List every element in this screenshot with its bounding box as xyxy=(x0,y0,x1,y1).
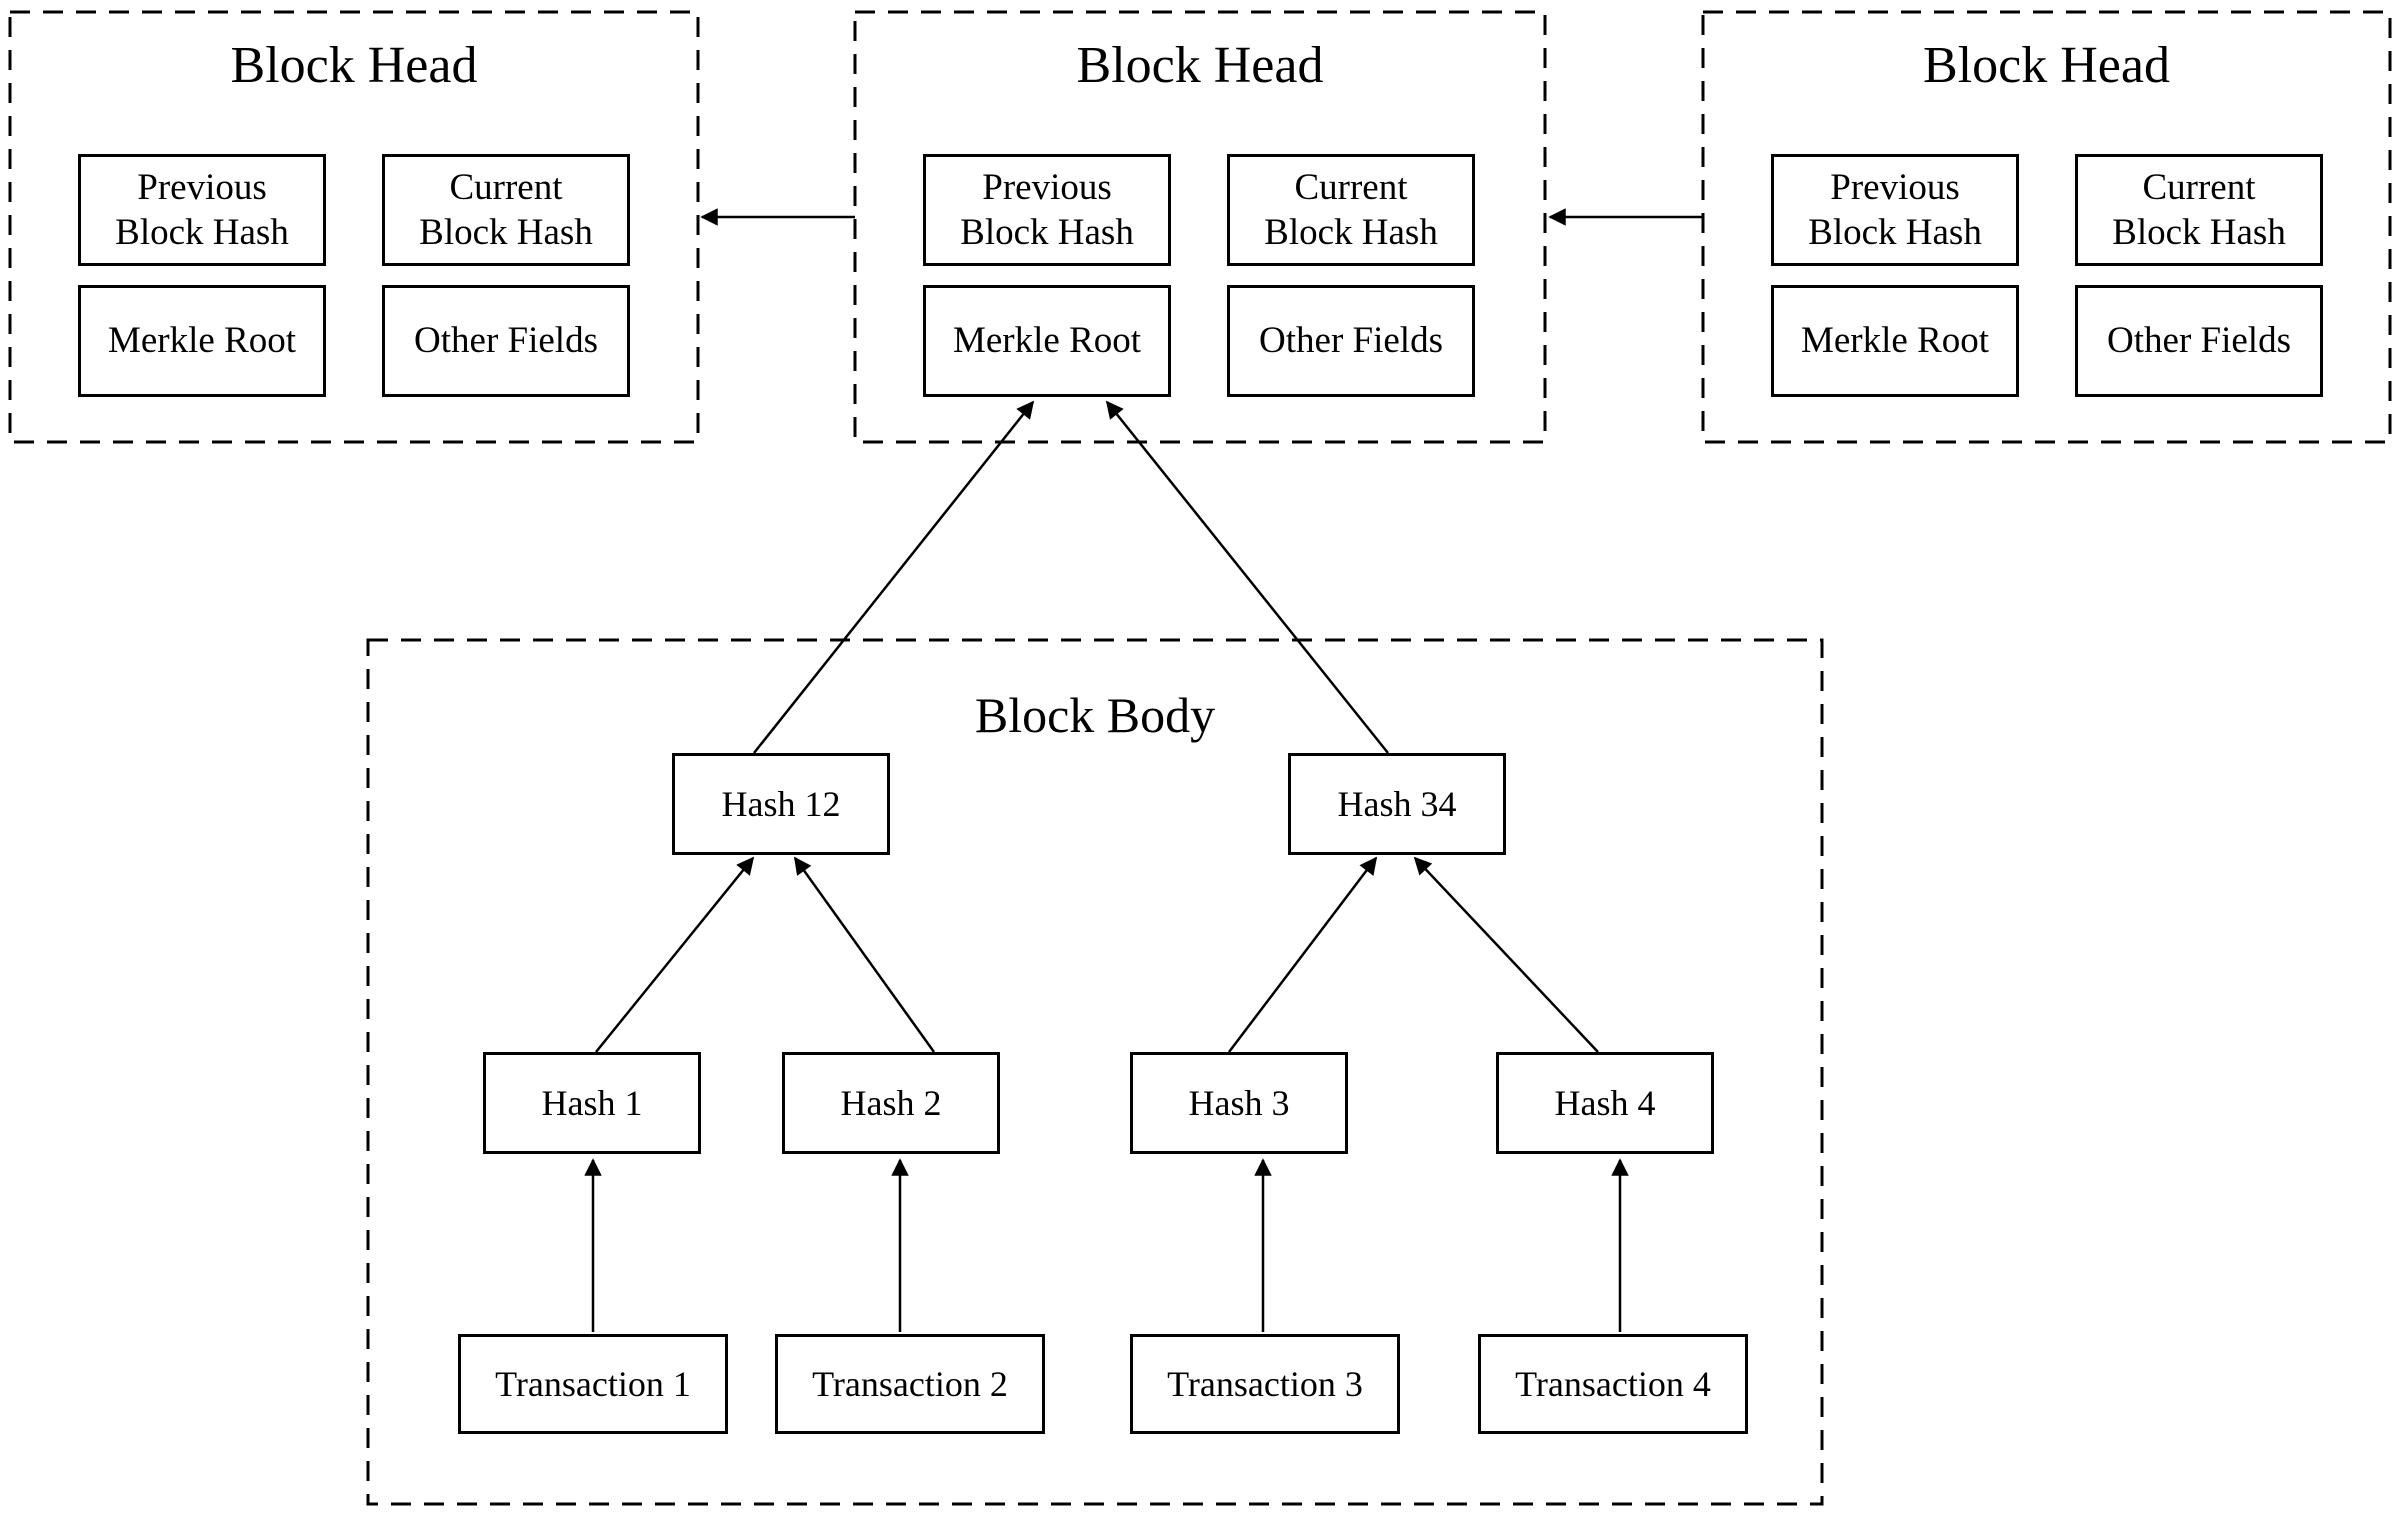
arrow-hash12-to-merkle-root xyxy=(753,400,1035,754)
field-other-fields: Other Fields xyxy=(382,285,630,397)
node-hash-2: Hash 2 xyxy=(782,1052,1000,1154)
node-transaction-2: Transaction 2 xyxy=(775,1334,1045,1434)
block-head-2-border xyxy=(853,10,1547,444)
field-merkle-root: Merkle Root xyxy=(78,285,326,397)
node-hash-4: Hash 4 xyxy=(1496,1052,1714,1154)
arrow-hash1-to-hash12 xyxy=(595,856,755,1053)
node-hash-12: Hash 12 xyxy=(672,753,890,855)
block-head-3-title: Block Head xyxy=(1923,37,2170,94)
field-merkle-root: Merkle Root xyxy=(923,285,1171,397)
field-previous-block-hash: Previous Block Hash xyxy=(78,154,326,266)
block-head-2-title: Block Head xyxy=(1076,37,1324,94)
block-head-1-title: Block Head xyxy=(230,37,478,94)
arrow-hash2-to-hash12 xyxy=(793,856,936,1053)
block-head-1: Block Head Previous Block Hash Current B… xyxy=(10,12,698,442)
field-previous-block-hash: Previous Block Hash xyxy=(923,154,1171,266)
node-transaction-3: Transaction 3 xyxy=(1130,1334,1400,1434)
field-other-fields: Other Fields xyxy=(2075,285,2323,397)
block-head-1-border xyxy=(8,10,700,444)
node-hash-34: Hash 34 xyxy=(1288,753,1506,855)
field-current-block-hash: Current Block Hash xyxy=(1227,154,1475,266)
field-current-block-hash: Current Block Hash xyxy=(382,154,630,266)
node-transaction-1: Transaction 1 xyxy=(458,1334,728,1434)
block-body: Block Body xyxy=(368,640,1822,1504)
field-merkle-root: Merkle Root xyxy=(1771,285,2019,397)
field-previous-block-hash: Previous Block Hash xyxy=(1771,154,2019,266)
arrow-hash4-to-hash34 xyxy=(1413,856,1599,1053)
block-head-3-border xyxy=(1701,10,2392,444)
field-current-block-hash: Current Block Hash xyxy=(2075,154,2323,266)
arrow-hash34-to-merkle-root xyxy=(1105,400,1389,754)
block-body-border xyxy=(366,638,1824,1506)
node-hash-3: Hash 3 xyxy=(1130,1052,1348,1154)
block-head-2: Block Head Previous Block Hash Current B… xyxy=(855,12,1545,442)
block-body-title: Block Body xyxy=(974,687,1216,743)
arrow-hash3-to-hash34 xyxy=(1228,856,1378,1053)
block-head-3: Block Head Previous Block Hash Current B… xyxy=(1703,12,2390,442)
node-hash-1: Hash 1 xyxy=(483,1052,701,1154)
field-other-fields: Other Fields xyxy=(1227,285,1475,397)
node-transaction-4: Transaction 4 xyxy=(1478,1334,1748,1434)
